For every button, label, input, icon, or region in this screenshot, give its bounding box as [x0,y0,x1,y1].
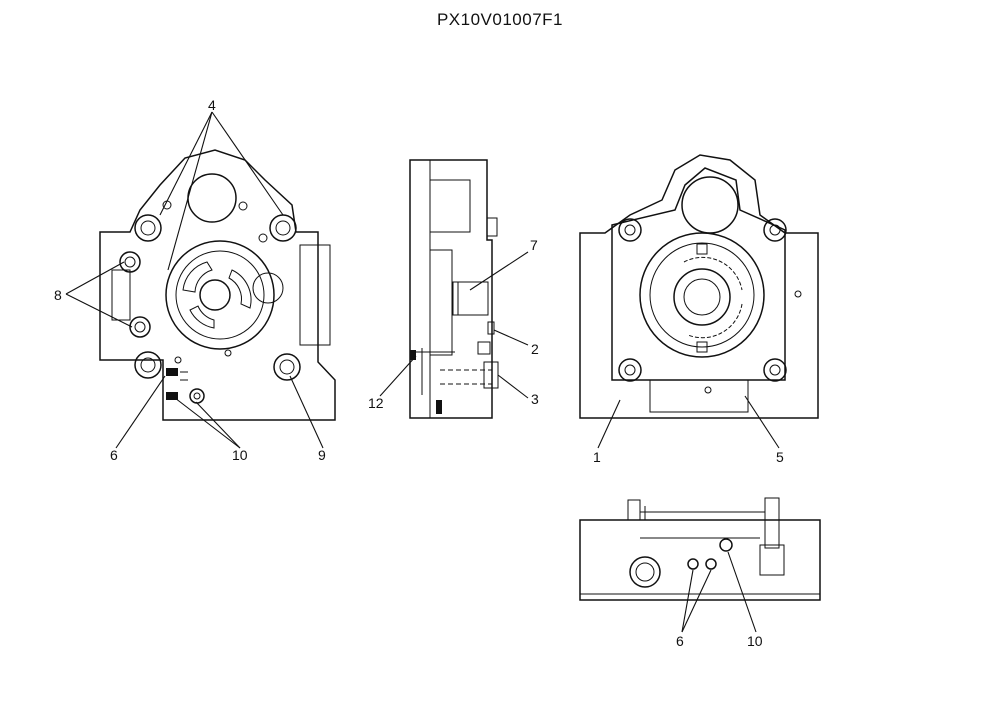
middle-side-view [409,159,499,419]
bottom-view [579,497,821,601]
callout-2: 2 [531,341,539,357]
callout-12: 12 [368,395,384,411]
callout-5: 5 [776,449,784,465]
callout-8: 8 [54,287,62,303]
callout-10-bottom: 10 [747,633,763,649]
callout-10-left: 10 [232,447,248,463]
callout-1: 1 [593,449,601,465]
leader-lines [65,111,780,633]
callout-6-left: 6 [110,447,118,463]
callout-6-bottom: 6 [676,633,684,649]
left-front-view [99,149,336,421]
callout-9: 9 [318,447,326,463]
callout-4: 4 [208,97,216,113]
callout-labels: 4 8 6 10 9 7 2 3 12 1 5 6 10 [54,97,784,649]
callout-7: 7 [530,237,538,253]
callout-3: 3 [531,391,539,407]
right-rear-view [579,154,819,419]
drawing-title: PX10V01007F1 [436,10,564,29]
